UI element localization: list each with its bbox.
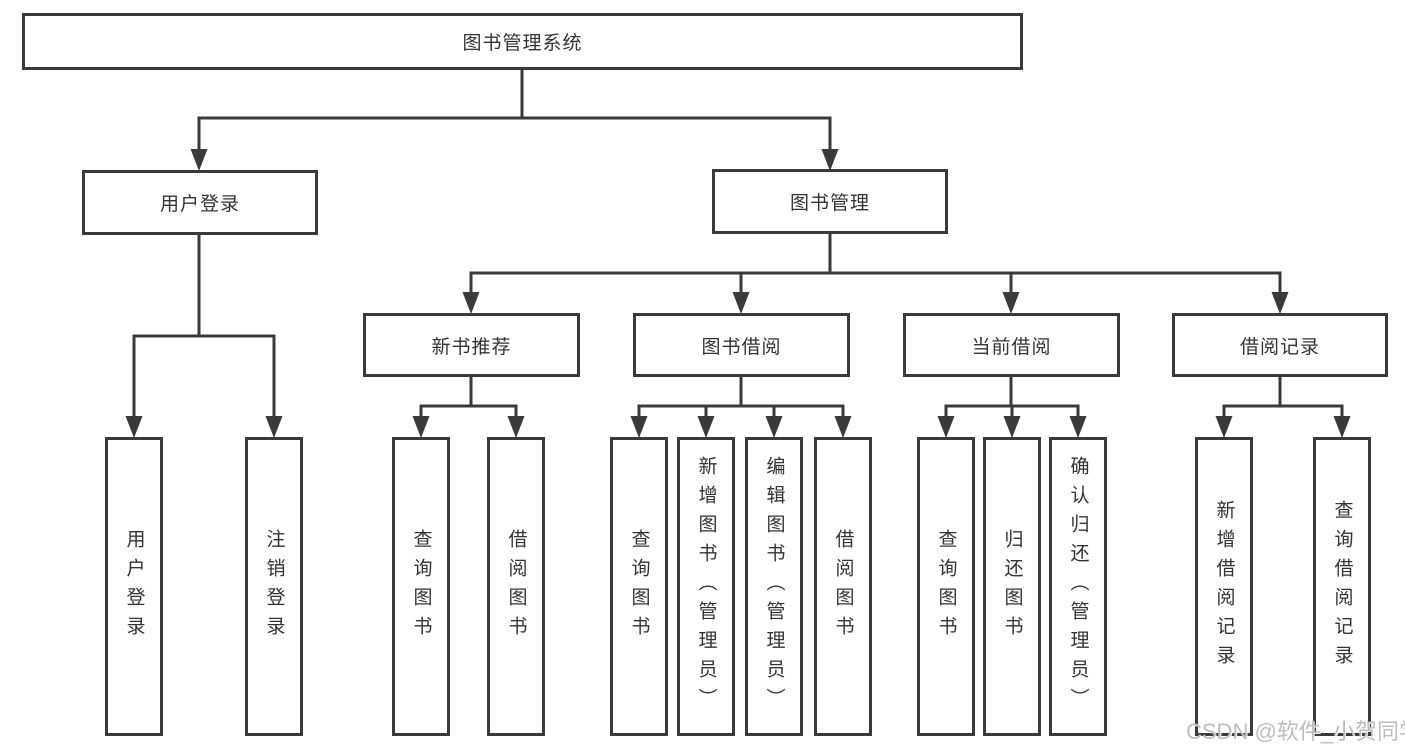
leaf-borrow-books-1: 借阅图书 <box>487 437 545 736</box>
leaf-borrow-books-2: 借阅图书 <box>814 437 872 736</box>
node-book-borrowing: 图书借阅 <box>633 313 850 377</box>
node-new-book-recommend: 新书推荐 <box>363 313 580 377</box>
csdn-watermark: CSDN @软件_小贺同学 <box>1186 719 1405 744</box>
node-library-management-system: 图书管理系统 <box>22 13 1023 70</box>
leaf-return-book: 归还图书 <box>983 437 1041 736</box>
leaf-add-borrow-record: 新增借阅记录 <box>1195 437 1253 736</box>
node-current-borrowing: 当前借阅 <box>903 313 1120 377</box>
node-borrowing-records: 借阅记录 <box>1172 313 1388 377</box>
leaf-edit-book-admin: 编辑图书（管理员） <box>745 437 803 736</box>
leaf-query-books-3: 查询图书 <box>917 437 975 736</box>
node-book-management: 图书管理 <box>712 169 948 234</box>
leaf-add-book-admin: 新增图书（管理员） <box>677 437 735 736</box>
leaf-logout: 注销登录 <box>245 437 303 736</box>
leaf-query-borrow-record: 查询借阅记录 <box>1313 437 1371 736</box>
leaf-query-books-2: 查询图书 <box>610 437 668 736</box>
leaf-user-login: 用户登录 <box>105 437 163 736</box>
leaf-confirm-return-admin: 确认归还（管理员） <box>1049 437 1107 736</box>
leaf-query-books-1: 查询图书 <box>392 437 450 736</box>
node-user-login: 用户登录 <box>82 170 318 235</box>
arrowheads <box>125 149 1351 438</box>
